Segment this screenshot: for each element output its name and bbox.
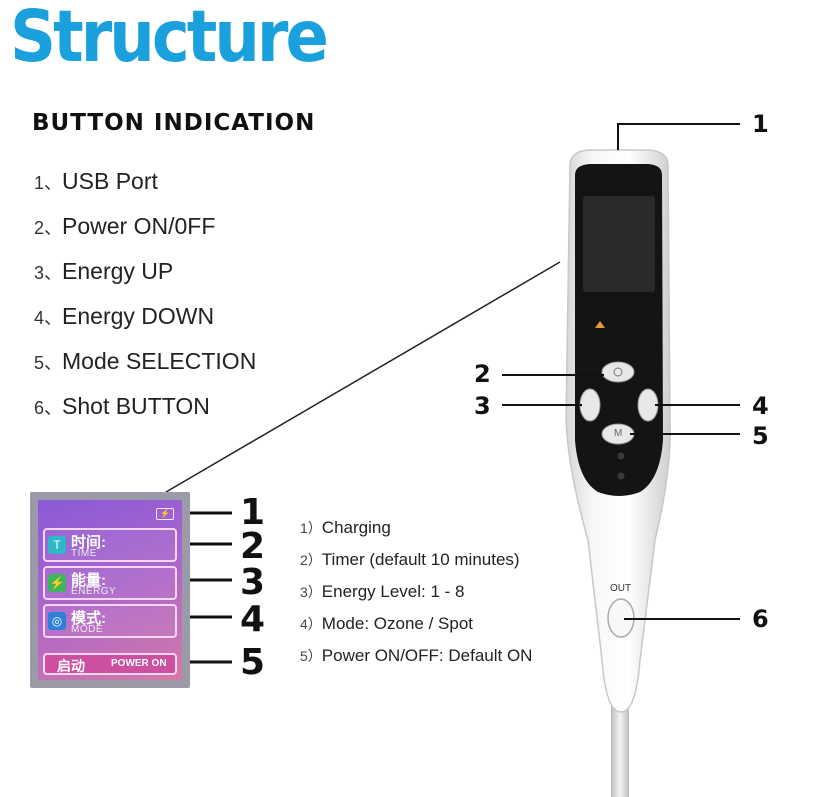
list-item: 1、USB Port [34, 168, 158, 194]
zoom-line [165, 261, 561, 493]
brand-logo-icon [595, 321, 605, 328]
callout-2: 2 [474, 360, 491, 388]
list-item: 2）Timer (default 10 minutes) [300, 550, 520, 569]
energy-icon: ⚡ [48, 574, 66, 592]
indicator-light [617, 472, 625, 480]
power-button[interactable] [601, 361, 635, 383]
list-item: 1）Charging [300, 518, 391, 537]
timer-icon: T [48, 536, 66, 554]
lcd-mode-row: ◎ 模式: MODE [43, 604, 177, 638]
lcd-indication-list: 1）Charging 2）Timer (default 10 minutes) … [300, 518, 532, 678]
lcd-energy-row: ⚡ 能量: ENERGY [43, 566, 177, 600]
callout-3: 3 [474, 392, 491, 420]
callout-1: 1 [752, 110, 769, 138]
lcd-callout-5: 5 [240, 642, 266, 683]
page-title: Structure [10, 0, 329, 79]
indicator-light [617, 452, 625, 460]
lcd-time-row: T 时间: TIME [43, 528, 177, 562]
mode-button-label: M [614, 428, 623, 439]
charging-icon: ⚡ [156, 508, 174, 520]
list-item: 3）Energy Level: 1 - 8 [300, 582, 465, 601]
leader-line [617, 123, 740, 150]
list-item: 5）Power ON/OFF: Default ON [300, 646, 533, 665]
lcd-power-row: 启动 POWER ON [43, 653, 177, 675]
lcd-callout-4: 4 [240, 599, 266, 640]
lcd-panel: ⚡ T 时间: TIME ⚡ 能量: ENERGY ◎ 模式: MODE 启动 … [30, 492, 190, 688]
section-heading: BUTTON INDICATION [32, 110, 316, 136]
cable [611, 700, 629, 797]
list-item: 2、Power ON/0FF [34, 213, 216, 239]
mode-icon: ◎ [48, 612, 66, 630]
list-item: 6、Shot BUTTON [34, 393, 210, 419]
callout-4: 4 [752, 392, 769, 420]
pen-screen [583, 196, 655, 292]
list-item: 3、Energy UP [34, 258, 174, 284]
list-item: 4、Energy DOWN [34, 303, 215, 329]
energy-up-button[interactable] [579, 388, 601, 422]
out-label: OUT [610, 583, 632, 594]
lcd-callout-2: 2 [240, 526, 266, 567]
callout-6: 6 [752, 605, 769, 633]
list-item: 4）Mode: Ozone / Spot [300, 614, 473, 633]
lcd-screen: ⚡ T 时间: TIME ⚡ 能量: ENERGY ◎ 模式: MODE 启动 … [38, 500, 182, 680]
button-indication-list: 1、USB Port 2、Power ON/0FF 3、Energy UP 4、… [34, 168, 256, 438]
callout-5: 5 [752, 422, 769, 450]
power-icon [613, 367, 623, 377]
lcd-callout-3: 3 [240, 562, 266, 603]
list-item: 5、Mode SELECTION [34, 348, 257, 374]
lcd-callout-1: 1 [240, 492, 266, 533]
